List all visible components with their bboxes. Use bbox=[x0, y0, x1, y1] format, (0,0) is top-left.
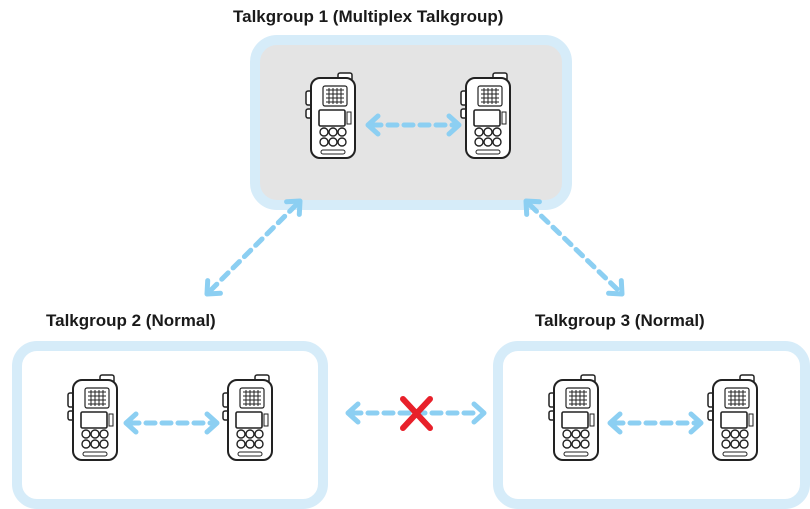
talkgroup-2-title: Talkgroup 2 (Normal) bbox=[46, 311, 216, 330]
radio-transceiver-icon bbox=[305, 72, 356, 159]
radio-transceiver-icon bbox=[222, 374, 273, 461]
radio-transceiver-icon bbox=[707, 374, 758, 461]
radio-transceiver-icon bbox=[460, 72, 511, 159]
talkgroup-3-title: Talkgroup 3 (Normal) bbox=[535, 311, 705, 330]
intra-group-link-arrow bbox=[610, 414, 701, 432]
talkgroup-1-title: Talkgroup 1 (Multiplex Talkgroup) bbox=[233, 7, 504, 26]
red-cross-icon bbox=[400, 396, 433, 431]
radio-transceiver-icon bbox=[67, 374, 118, 461]
intra-group-link-arrow bbox=[126, 414, 217, 432]
link-tg1-tg3-arrow bbox=[520, 195, 629, 301]
intra-group-link-arrow bbox=[368, 116, 459, 134]
link-tg1-tg2-arrow bbox=[201, 195, 307, 301]
radio-transceiver-icon bbox=[548, 374, 599, 461]
